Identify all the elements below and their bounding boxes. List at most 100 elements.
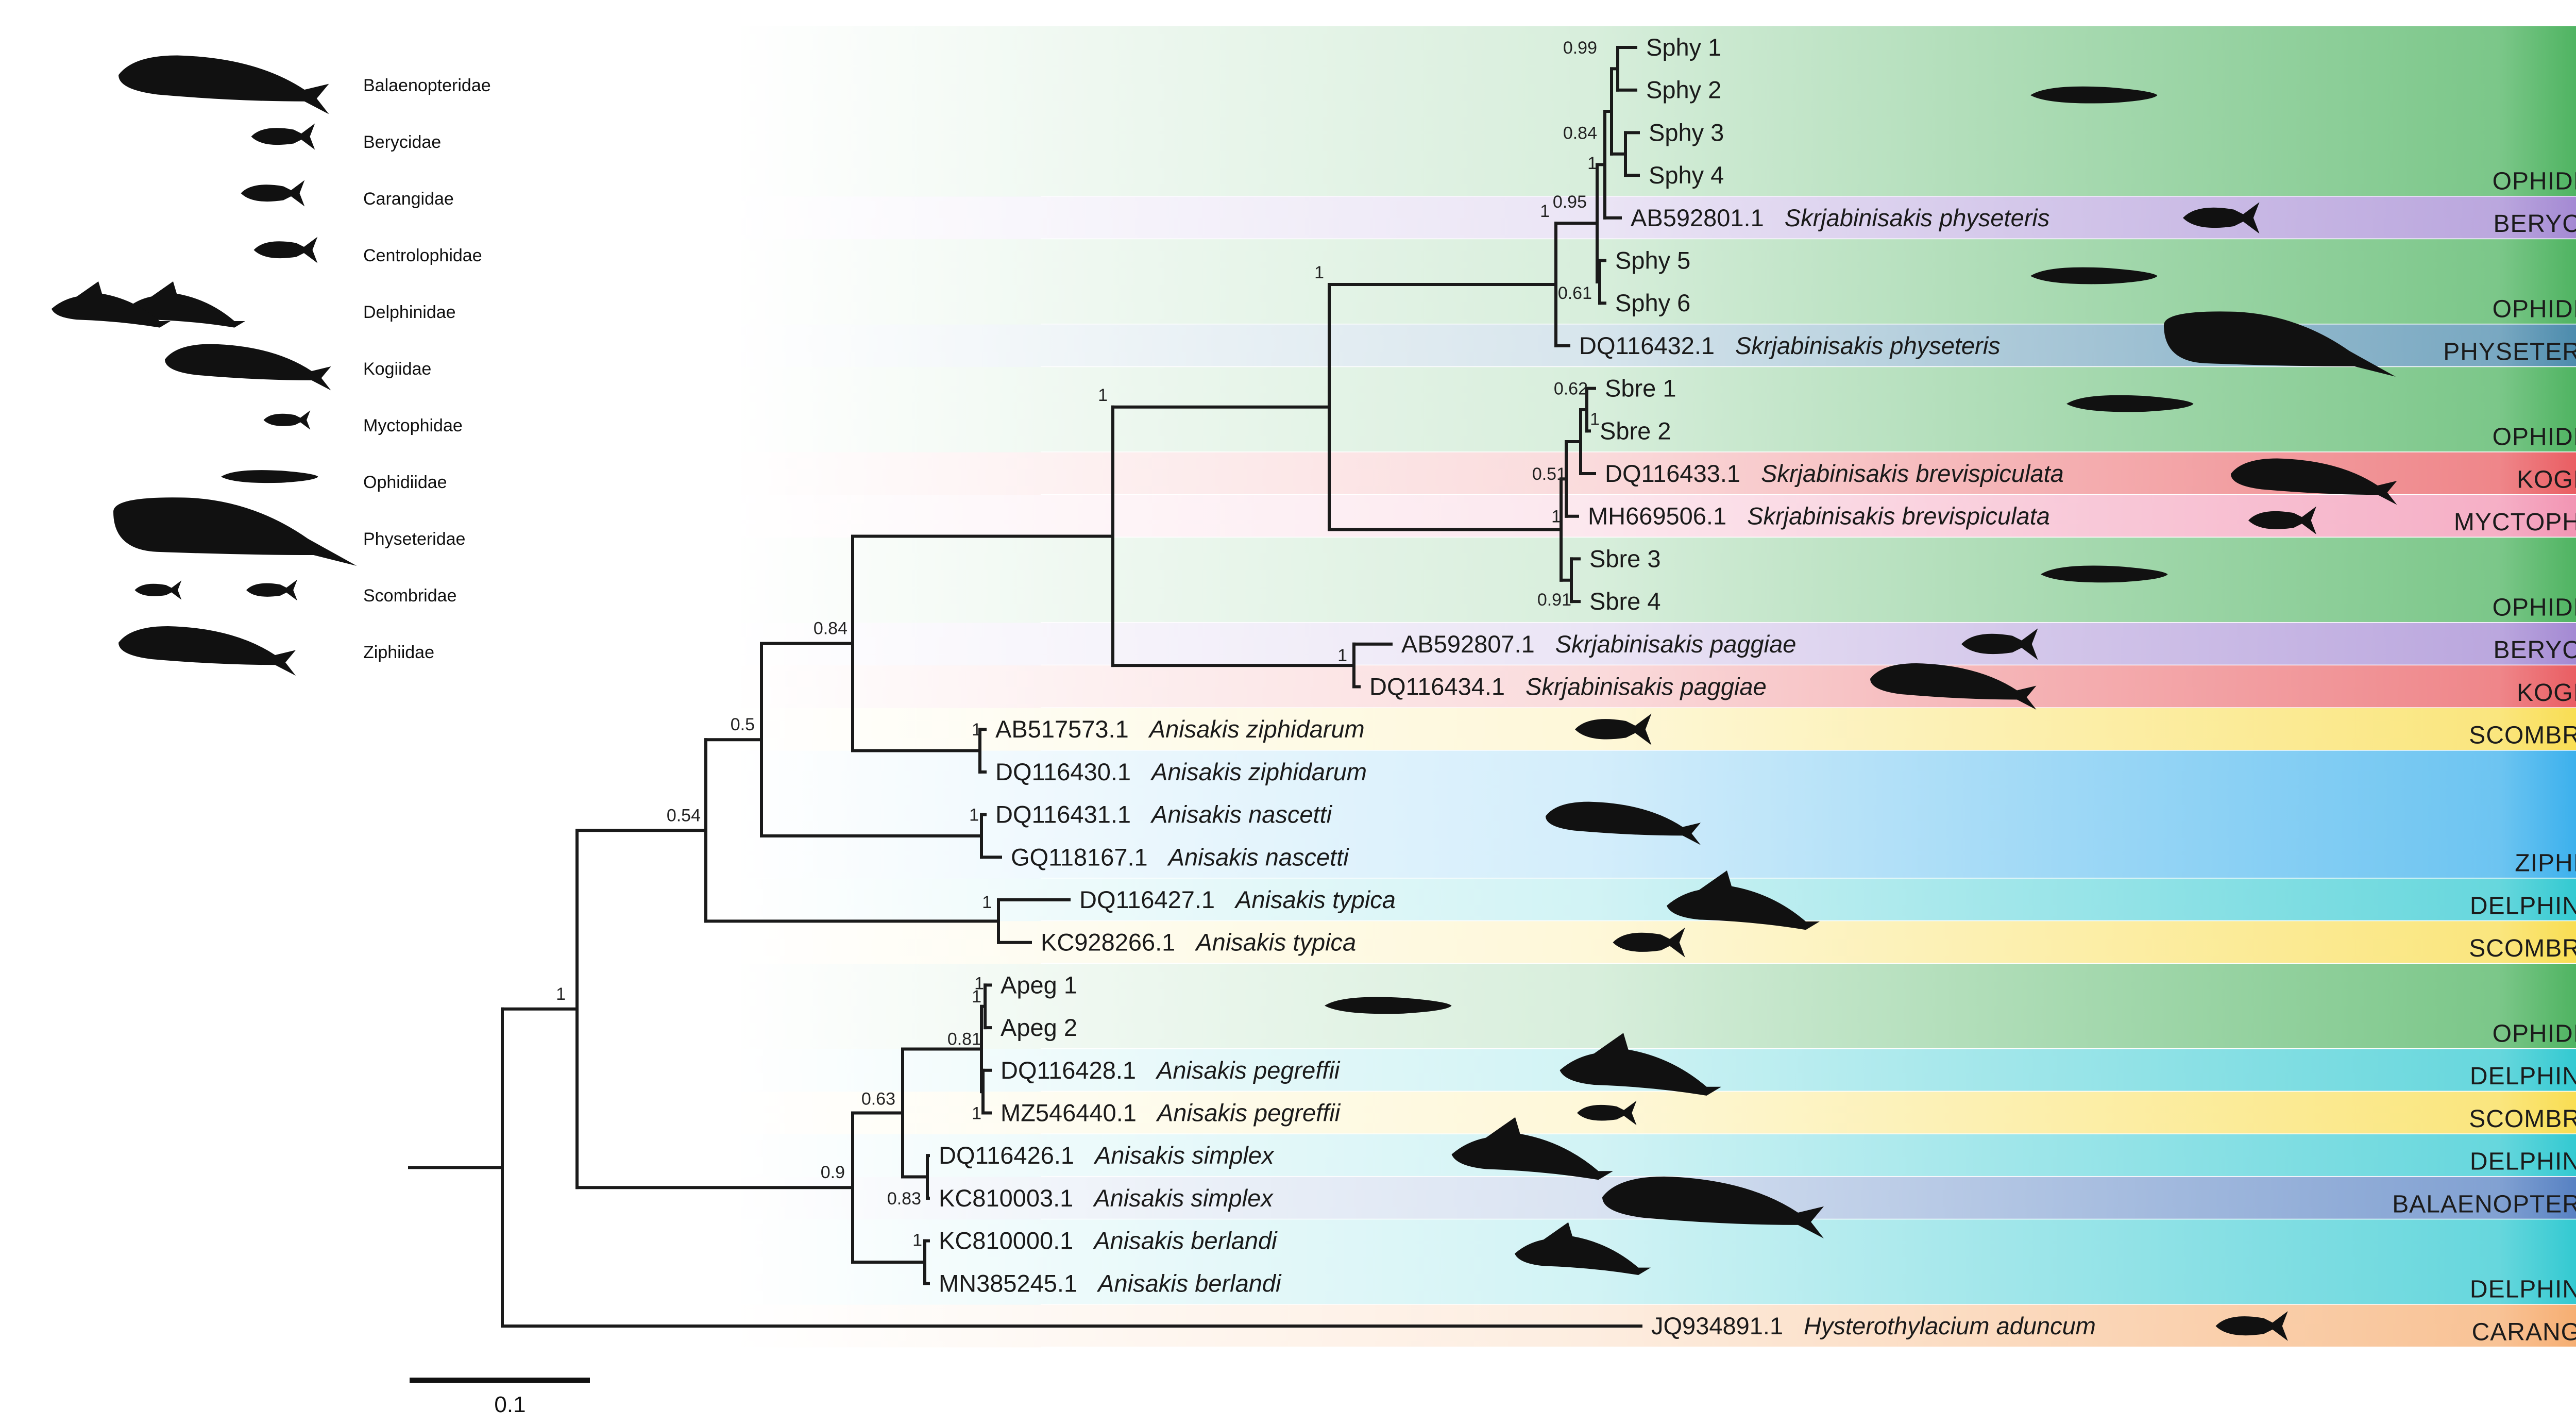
host-silhouette-kogiidae-icon: [1870, 663, 2037, 710]
host-family-label: CARANGIDAE: [2472, 1318, 2576, 1346]
host-band-ophidiidae: [732, 26, 2576, 197]
tip-species: Skrjabinisakis brevispiculata: [1761, 460, 2064, 487]
beaked-whale-silhouette-icon: [118, 626, 296, 676]
host-silhouette-balaenopteridae-icon: [1602, 1176, 1824, 1238]
tip-species: Anisakis berlandi: [1096, 1269, 1282, 1297]
whale-silhouette-icon: [118, 55, 329, 114]
tip-species: Skrjabinisakis physeteris: [1785, 204, 2050, 231]
host-family-label: KOGIIDAE: [2517, 466, 2576, 493]
host-family-label: SCOMBRIDAE: [2469, 722, 2576, 749]
fish-silhouette-icon: [241, 180, 305, 207]
tip-species: Skrjabinisakis physeteris: [1735, 332, 2001, 359]
host-band-delphinidae: [732, 1134, 2576, 1177]
support-value: 1: [1587, 154, 1597, 173]
tip-accession: KC810000.1: [939, 1227, 1073, 1254]
host-family-label: DELPHINIDAE: [2470, 1148, 2576, 1176]
host-silhouettes: [1325, 86, 2397, 1341]
tip-species: Anisakis simplex: [1092, 1184, 1274, 1212]
host-silhouette-kogiidae-icon: [2231, 458, 2397, 505]
legend-label: Scombridae: [363, 586, 456, 606]
tip-species: Skrjabinisakis paggiae: [1526, 673, 1767, 700]
tip-accession: Sphy 2: [1646, 76, 1721, 104]
tip-label: Sbre 2: [1600, 417, 1671, 444]
support-value: 0.95: [1553, 192, 1587, 212]
tip-label: DQ116427.1 Anisakis typica: [1079, 886, 1396, 913]
host-silhouette-scombridae-icon: [1577, 1100, 1637, 1126]
tip-accession: JQ934891.1: [1651, 1312, 1783, 1339]
legend-label: Centrolophidae: [363, 246, 482, 265]
host-legend: BalaenopteridaeBerycidaeCarangidaeCentro…: [52, 55, 491, 676]
legend-item-scombridae: Scombridae: [134, 579, 456, 606]
support-value: 1: [1337, 646, 1347, 665]
tip-label: Sphy 5: [1615, 247, 1690, 274]
tip-accession: Sbre 4: [1589, 588, 1660, 615]
host-silhouette-scombridae-icon: [1575, 713, 1652, 745]
tip-species: Anisakis berlandi: [1092, 1227, 1278, 1254]
support-value: 1: [982, 893, 992, 912]
host-silhouette-berycidae-icon: [2183, 202, 2260, 234]
tip-accession: Sphy 5: [1615, 247, 1690, 274]
host-band-scombridae: [732, 708, 2576, 751]
legend-label: Myctophidae: [363, 416, 463, 435]
support-value: 0.54: [667, 806, 701, 825]
host-silhouette-delphinidae-icon: [1515, 1222, 1651, 1275]
tip-accession: AB592801.1: [1631, 204, 1764, 231]
host-family-label: SCOMBRIDAE: [2469, 935, 2576, 962]
host-silhouette-ophidiidae-icon: [2030, 267, 2158, 284]
support-value: 0.91: [1537, 590, 1571, 610]
fish-silhouette-icon: [253, 237, 318, 263]
tip-accession: DQ116427.1: [1079, 886, 1215, 913]
tip-label: Sphy 4: [1649, 161, 1724, 189]
host-silhouette-delphinidae-icon: [1667, 870, 1820, 930]
tip-species: Skrjabinisakis brevispiculata: [1747, 502, 2050, 530]
tip-accession: Apeg 1: [1001, 971, 1077, 998]
legend-label: Kogiidae: [363, 359, 431, 379]
support-values: 0.990.8410.9510.6110.6210.5110.911110.84…: [556, 38, 1600, 1250]
support-value: 1: [972, 1104, 981, 1124]
tip-label: Apeg 1: [1001, 971, 1077, 998]
dolphin-silhouette-icon: [52, 281, 171, 328]
host-family-label: BERYCIDAE: [2493, 210, 2576, 238]
support-value: 0.83: [887, 1189, 921, 1209]
tip-species: Skrjabinisakis paggiae: [1555, 630, 1797, 658]
support-value: 1: [969, 806, 979, 825]
support-value: 0.99: [1563, 38, 1597, 58]
tip-accession: KC810003.1: [939, 1184, 1073, 1212]
host-band-berycidae: [732, 623, 2576, 666]
tip-species: Anisakis pegreffii: [1155, 1057, 1341, 1084]
whale-silhouette-icon: [165, 344, 331, 391]
host-band-delphinidae: [732, 1219, 2576, 1305]
legend-label: Ophidiidae: [363, 473, 447, 492]
host-band-kogiidae: [732, 665, 2576, 708]
tip-label: Sphy 2: [1646, 76, 1721, 104]
tip-species: Anisakis nascetti: [1167, 843, 1350, 870]
host-band-ophidiidae: [732, 239, 2576, 325]
tip-species: Anisakis pegreffii: [1156, 1099, 1341, 1127]
tip-label: KC810000.1 Anisakis berlandi: [939, 1227, 1278, 1254]
support-value: 0.5: [731, 715, 755, 734]
host-silhouette-ziphiidae-icon: [1546, 801, 1701, 845]
legend-item-physeteridae: Physeteridae: [113, 497, 465, 566]
legend-item-carangidae: Carangidae: [241, 180, 454, 209]
tip-species: Anisakis typica: [1234, 886, 1396, 913]
host-family-label: SCOMBRIDAE: [2469, 1105, 2576, 1133]
legend-item-kogiidae: Kogiidae: [165, 344, 431, 391]
tip-label: Sbre 4: [1589, 588, 1660, 615]
host-family-label: OPHIDIIDAE: [2493, 167, 2576, 195]
host-family-label: OPHIDIIDAE: [2493, 594, 2576, 621]
host-family-label: DELPHINIDAE: [2470, 1063, 2576, 1090]
host-silhouette-berycidae-icon: [1961, 628, 2038, 660]
host-silhouette-ophidiidae-icon: [1325, 997, 1452, 1014]
host-band-ophidiidae: [732, 538, 2576, 623]
tip-accession: Sbre 1: [1605, 375, 1676, 402]
sperm-whale-silhouette-icon: [113, 497, 357, 566]
legend-label: Physeteridae: [363, 529, 465, 549]
support-value: 1: [912, 1231, 922, 1250]
